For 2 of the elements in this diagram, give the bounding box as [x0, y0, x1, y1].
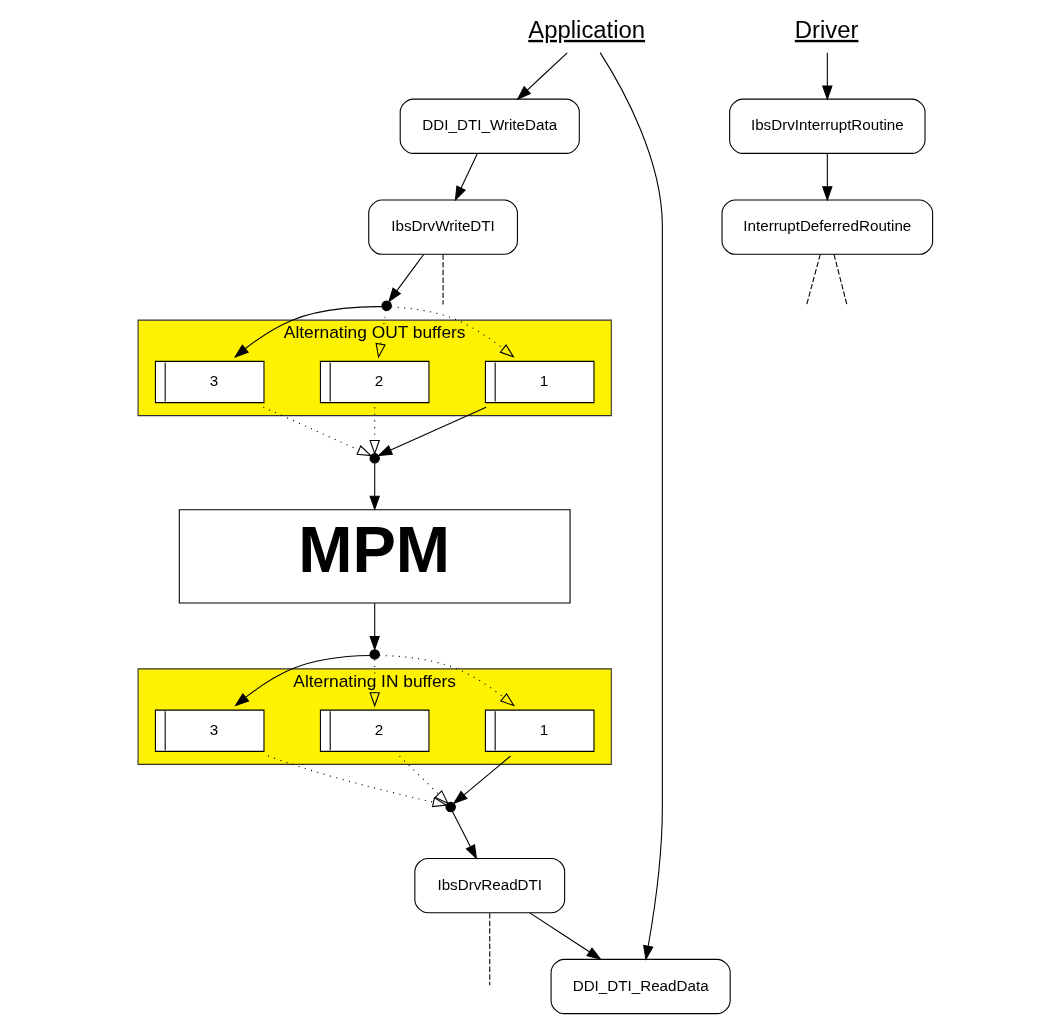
node-text: Application	[527, 15, 645, 43]
node-text: Driver	[794, 15, 858, 43]
